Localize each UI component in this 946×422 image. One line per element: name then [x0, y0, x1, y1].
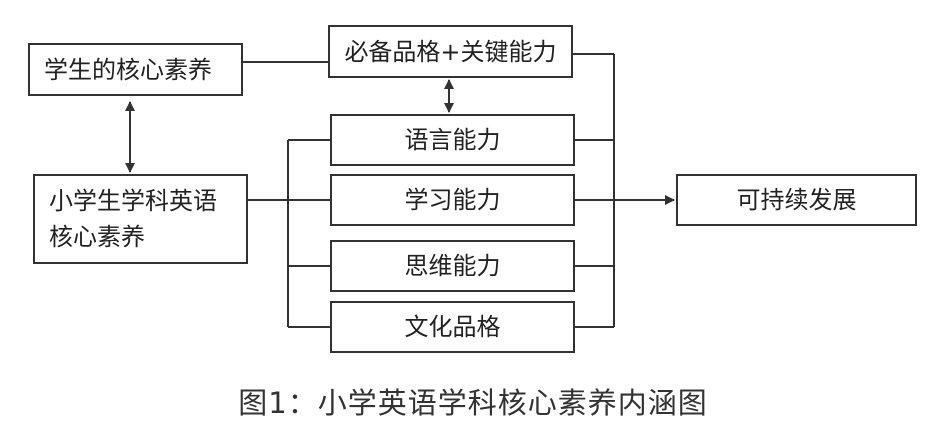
english-core-line2: 核心素养: [49, 223, 145, 251]
key-competence-label: 必备品格+关键能力: [344, 37, 557, 66]
english-core-box: 小学生学科英语 核心素养: [33, 174, 248, 264]
ability-label-language: 语言能力: [404, 126, 501, 154]
core-literacy-label: 学生的核心素养: [44, 55, 212, 84]
figure-caption: 图1：小学英语学科核心素养内涵图: [238, 386, 708, 420]
key-competence-box: 必备品格+关键能力: [328, 25, 573, 78]
core-literacy-box: 学生的核心素养: [28, 43, 243, 96]
ability-box-culture: 文化品格: [330, 301, 575, 353]
english-core-line1: 小学生学科英语: [49, 187, 217, 215]
ability-box-learning: 学习能力: [330, 174, 575, 226]
outcome-box: 可持续发展: [676, 174, 917, 226]
ability-label-culture: 文化品格: [404, 313, 501, 341]
outcome-label: 可持续发展: [736, 186, 857, 214]
ability-label-learning: 学习能力: [404, 186, 501, 214]
ability-label-thinking: 思维能力: [404, 252, 501, 280]
ability-box-thinking: 思维能力: [330, 240, 575, 292]
ability-box-language: 语言能力: [330, 114, 575, 166]
